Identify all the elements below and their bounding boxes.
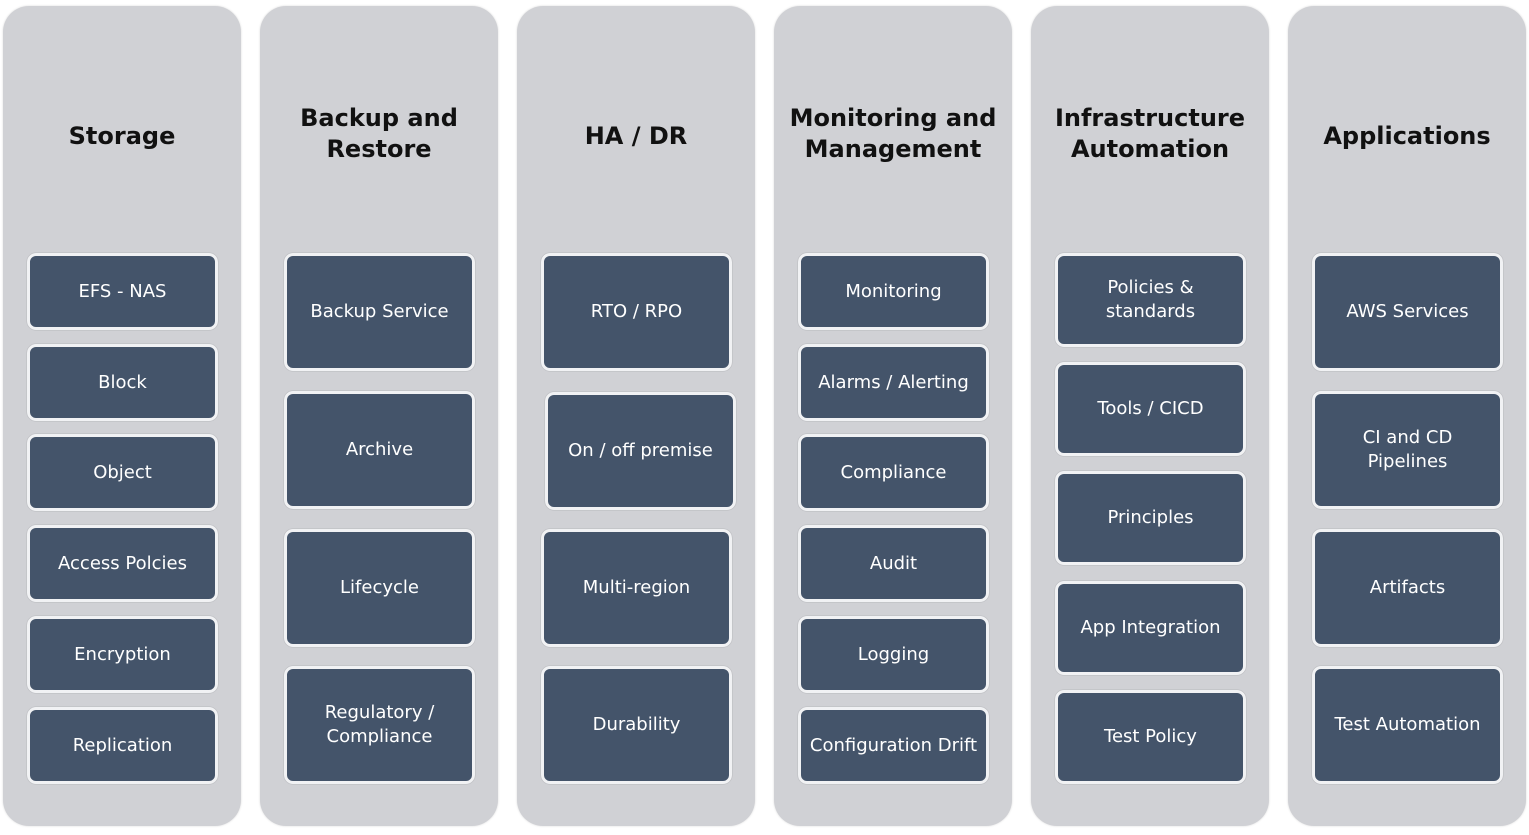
item-multi-region: Multi-region <box>541 529 732 647</box>
column-applications: Applications AWS Services CI and CD Pipe… <box>1288 6 1526 826</box>
column-backup-restore: Backup and Restore Backup Service Archiv… <box>260 6 498 826</box>
item-lifecycle: Lifecycle <box>284 529 475 647</box>
item-tools-cicd: Tools / CICD <box>1055 362 1246 456</box>
column-title-backup-restore: Backup and Restore <box>300 104 458 163</box>
column-infrastructure-automation: Infrastructure Automation Policies & sta… <box>1031 6 1269 826</box>
item-replication: Replication <box>27 707 218 784</box>
item-app-integration: App Integration <box>1055 581 1246 675</box>
column-title-monitoring-management: Monitoring and Management <box>789 104 997 163</box>
item-archive: Archive <box>284 391 475 509</box>
item-ci-cd-pipelines: CI and CD Pipelines <box>1312 391 1503 509</box>
item-object: Object <box>27 434 218 511</box>
item-block: Block <box>27 344 218 421</box>
item-regulatory-compliance: Regulatory / Compliance <box>284 666 475 784</box>
column-title-storage: Storage <box>68 121 176 150</box>
column-ha-dr: HA / DR RTO / RPO On / off premise Multi… <box>517 6 755 826</box>
column-monitoring-management: Monitoring and Management Monitoring Ala… <box>774 6 1012 826</box>
item-policies-standards: Policies & standards <box>1055 253 1246 347</box>
item-access-policies: Access Polcies <box>27 525 218 602</box>
item-configuration-drift: Configuration Drift <box>798 707 989 784</box>
item-principles: Principles <box>1055 471 1246 565</box>
item-on-off-premise: On / off premise <box>545 392 736 510</box>
item-test-automation: Test Automation <box>1312 666 1503 784</box>
item-aws-services: AWS Services <box>1312 253 1503 371</box>
item-encryption: Encryption <box>27 616 218 693</box>
item-compliance: Compliance <box>798 434 989 511</box>
item-monitoring: Monitoring <box>798 253 989 330</box>
item-rto-rpo: RTO / RPO <box>541 253 732 371</box>
column-title-infrastructure-automation: Infrastructure Automation <box>1054 104 1246 163</box>
item-alarms-alerting: Alarms / Alerting <box>798 344 989 421</box>
item-logging: Logging <box>798 616 989 693</box>
item-audit: Audit <box>798 525 989 602</box>
item-test-policy: Test Policy <box>1055 690 1246 784</box>
item-durability: Durability <box>541 666 732 784</box>
item-efs-nas: EFS - NAS <box>27 253 218 330</box>
column-title-applications: Applications <box>1323 121 1491 150</box>
item-artifacts: Artifacts <box>1312 529 1503 647</box>
column-title-ha-dr: HA / DR <box>584 121 688 150</box>
item-backup-service: Backup Service <box>284 253 475 371</box>
column-storage: Storage EFS - NAS Block Object Access Po… <box>3 6 241 826</box>
